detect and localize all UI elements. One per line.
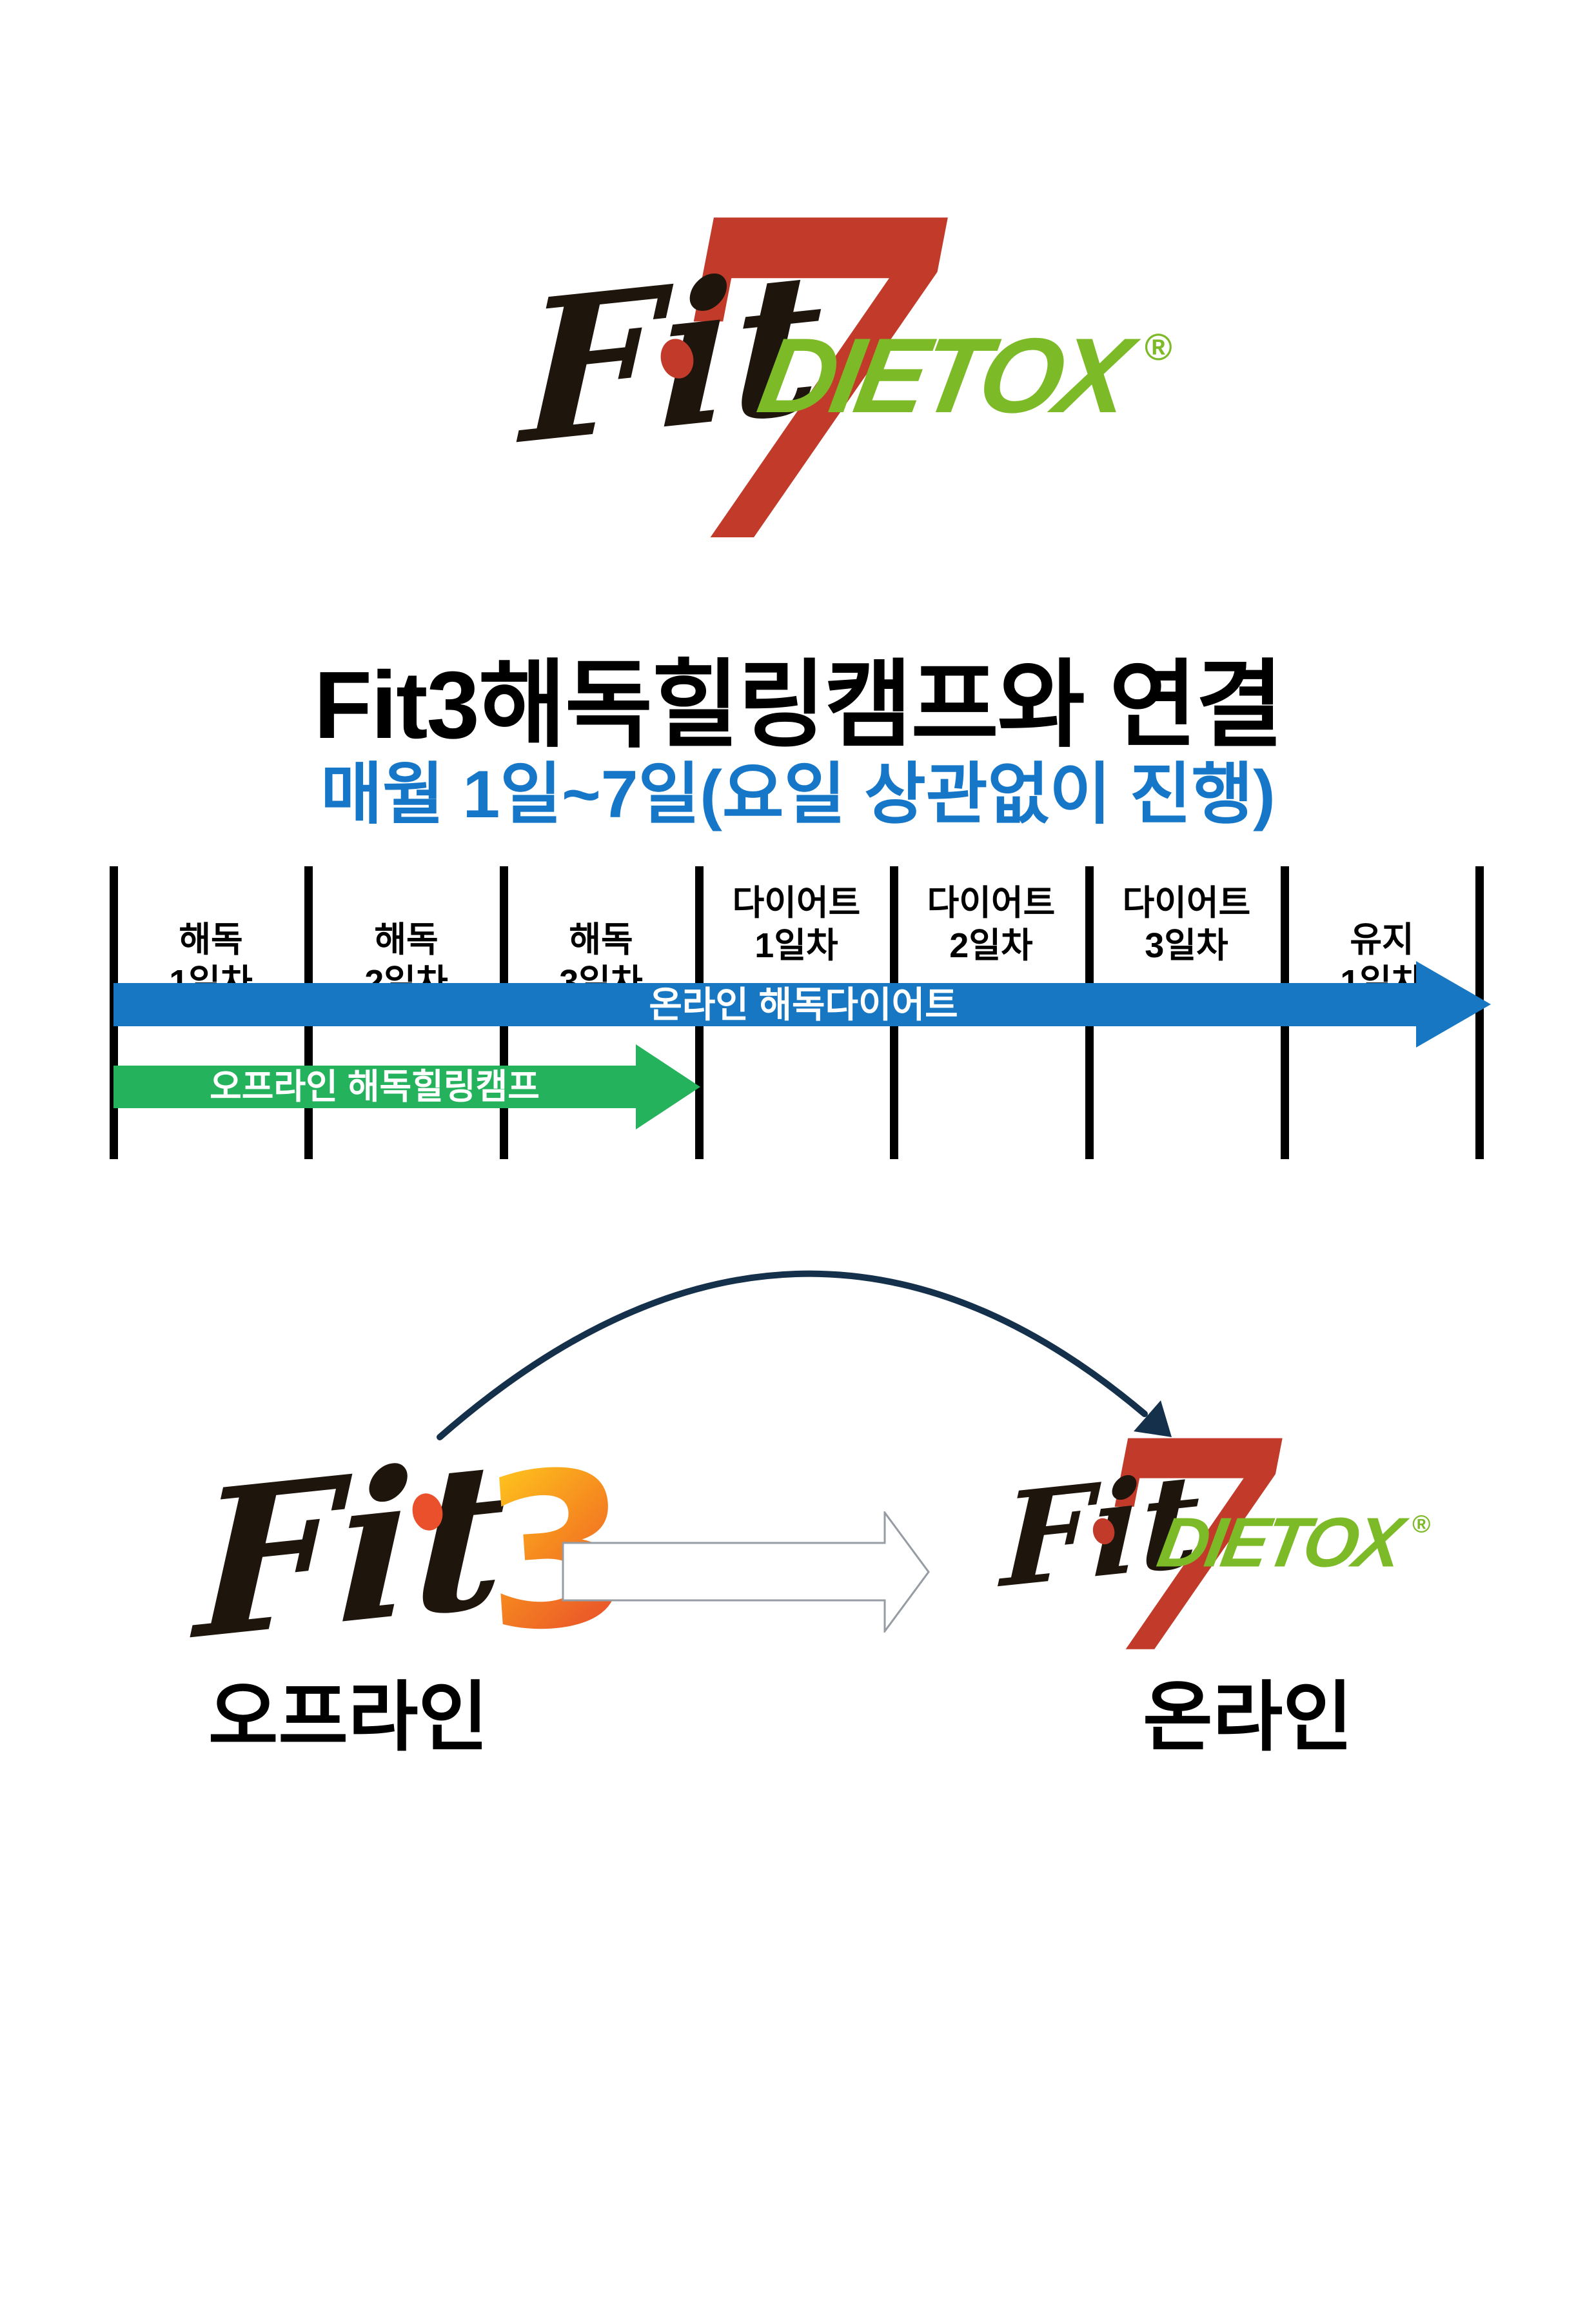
day-type: 해독	[179, 920, 243, 959]
day-number: 1일차	[754, 926, 838, 965]
page-title: Fit3해독힐링캠프와 연결	[313, 652, 1284, 759]
fit3-fit-text: Fit	[193, 1415, 510, 1685]
day-number: 3일차	[1145, 926, 1228, 965]
timeline-column-label: 다이어트 3일차	[1094, 882, 1279, 967]
online-arrow-label: 온라인 해독다이어트	[649, 984, 958, 1025]
page-subtitle: 매월 1일~7일(요일 상관없이 진행)	[320, 757, 1276, 832]
online-caption: 온라인	[1143, 1675, 1353, 1760]
online-arrow-head-icon	[1416, 961, 1491, 1048]
fit7-dietox-logo: 7 Fit DIETOX ®	[993, 1403, 1432, 1693]
day-type: 다이어트	[732, 884, 861, 922]
day-number: 2일차	[949, 926, 1033, 965]
fit7-dietox-logo: 7 Fit DIETOX ®	[509, 164, 1174, 603]
logo-seven-glyph: 7	[648, 126, 954, 641]
online-arrow: 온라인 해독다이어트	[113, 983, 1416, 1026]
offline-arrow-head-icon	[636, 1044, 700, 1129]
day-type: 유지	[1350, 920, 1414, 959]
day-type: 다이어트	[1122, 884, 1251, 922]
logo-dietox-text: DIETOX	[1152, 1503, 1406, 1582]
registered-mark-icon: ®	[1145, 326, 1172, 368]
offline-arrow-label: 오프라인 해독힐링캠프	[210, 1068, 540, 1106]
offline-caption: 오프라인	[208, 1675, 489, 1760]
day-type: 해독	[374, 920, 438, 959]
logo-seven-glyph: 7	[1084, 1378, 1286, 1718]
timeline-column-label: 다이어트 2일차	[899, 882, 1083, 967]
logo-dietox-text: DIETOX	[750, 316, 1135, 435]
day-type: 해독	[569, 920, 633, 959]
offline-arrow: 오프라인 해독힐링캠프	[113, 1066, 636, 1108]
registered-mark-icon: ®	[1412, 1509, 1431, 1538]
timeline-column-label: 다이어트 1일차	[704, 882, 889, 967]
day-type: 다이어트	[927, 884, 1056, 922]
right-arrow-icon	[562, 1511, 930, 1633]
